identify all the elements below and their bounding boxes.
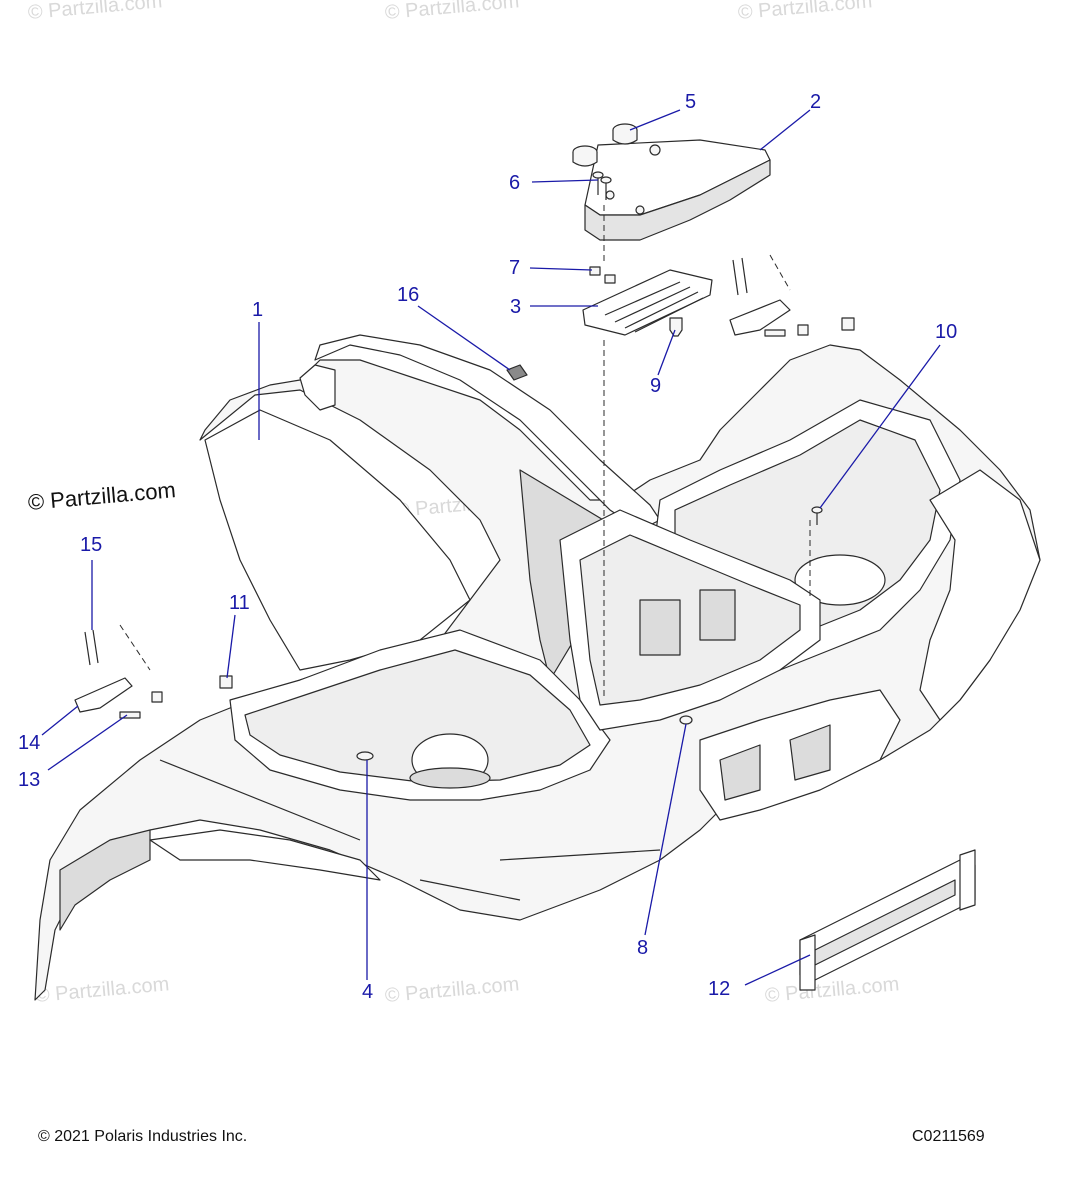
fastener-4	[356, 751, 374, 761]
callout-15: 15	[80, 534, 103, 556]
bolt-11	[219, 675, 233, 689]
callout-16: 16	[397, 284, 420, 306]
callout-11: 11	[229, 592, 250, 614]
screws-upper	[592, 171, 612, 200]
callout-13: 13	[18, 769, 41, 791]
rear-cab-body	[34, 334, 1041, 1001]
hinge-left	[74, 629, 163, 719]
diagram-code: C0211569	[912, 1128, 985, 1145]
rack-bracket	[584, 139, 771, 241]
callout-7: 7	[509, 257, 521, 279]
rubber-bumpers	[572, 123, 638, 167]
lower-bracket	[799, 849, 976, 991]
callout-9: 9	[650, 375, 662, 397]
callout-8: 8	[637, 937, 649, 959]
callout-3: 3	[510, 296, 522, 318]
callout-12: 12	[708, 978, 731, 1000]
decal-16	[506, 364, 528, 381]
retainer-clips	[589, 266, 616, 284]
callout-2: 2	[810, 91, 822, 113]
hinge-right	[729, 257, 855, 337]
callout-14: 14	[18, 732, 41, 754]
callout-1: 1	[252, 299, 264, 321]
copyright-notice: © 2021 Polaris Industries Inc.	[38, 1128, 248, 1145]
callout-4: 4	[362, 981, 374, 1003]
push-clip	[669, 317, 683, 337]
bolt-10	[811, 506, 823, 525]
cover-plate	[582, 269, 713, 336]
callout-leaders	[41, 109, 941, 986]
callout-5: 5	[685, 91, 697, 113]
fastener-8	[679, 715, 693, 725]
callout-6: 6	[509, 172, 521, 194]
callout-10: 10	[935, 321, 958, 343]
